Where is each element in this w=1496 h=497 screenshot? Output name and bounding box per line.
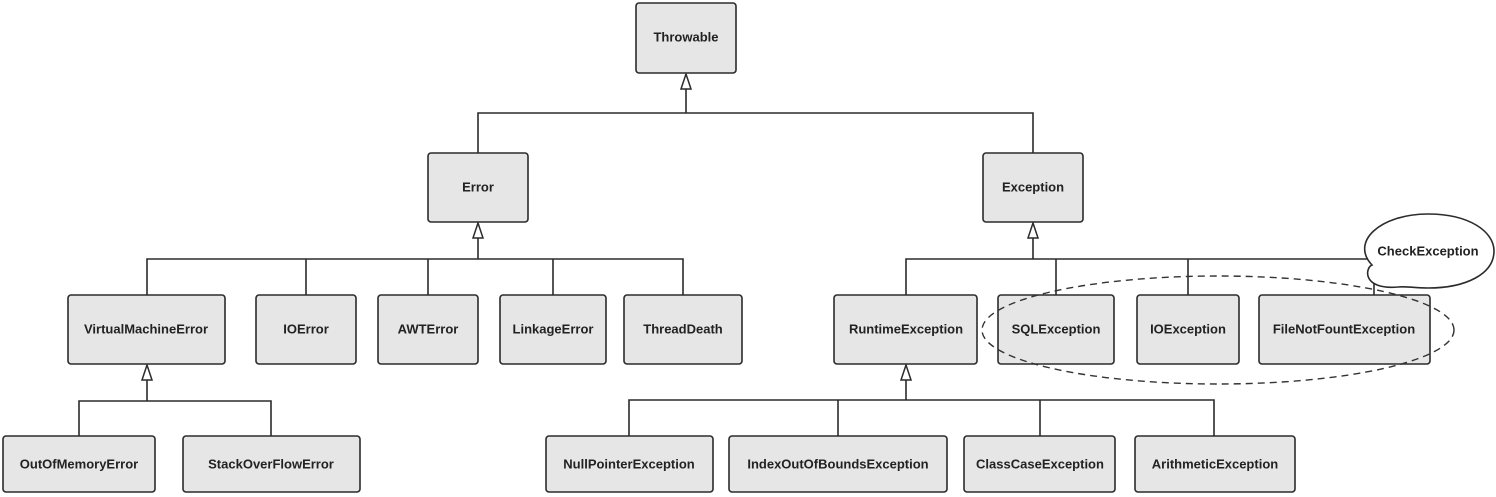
- node-thread-death[interactable]: ThreadDeath: [623, 294, 743, 365]
- node-label: FileNotFountException: [1273, 321, 1415, 336]
- inheritance-arrowhead: [899, 362, 913, 381]
- node-label: VirtualMachineError: [84, 321, 208, 336]
- callout-label: CheckException: [1377, 243, 1478, 258]
- inheritance-arrowhead: [140, 362, 154, 381]
- node-null-pointer-exception[interactable]: NullPointerException: [545, 435, 714, 493]
- node-awt-error[interactable]: AWTError: [377, 294, 479, 365]
- node-label: IOException: [1150, 321, 1226, 336]
- node-linkage-error[interactable]: LinkageError: [499, 294, 607, 365]
- edge-exception-children: [905, 238, 1375, 295]
- inheritance-arrowhead: [471, 220, 485, 239]
- node-io-exception[interactable]: IOException: [1136, 294, 1240, 365]
- inheritance-arrowhead: [679, 71, 693, 90]
- node-runtime-exception[interactable]: RuntimeException: [833, 294, 978, 365]
- node-label: Error: [462, 179, 494, 194]
- inheritance-arrowhead: [1026, 220, 1040, 239]
- node-label: ArithmeticException: [1152, 456, 1278, 471]
- check-exception-callout: CheckException: [1364, 213, 1495, 289]
- node-label: RuntimeException: [849, 321, 963, 336]
- node-virtual-machine-error[interactable]: VirtualMachineError: [67, 294, 226, 365]
- node-label: IndexOutOfBoundsException: [747, 456, 928, 471]
- node-arithmetic-exception[interactable]: ArithmeticException: [1134, 435, 1296, 493]
- node-label: Throwable: [653, 29, 718, 44]
- edge-runtime-children: [628, 380, 1215, 436]
- node-index-out-of-bounds-exception[interactable]: IndexOutOfBoundsException: [728, 435, 948, 493]
- node-label: AWTError: [398, 321, 459, 336]
- node-label: OutOfMemoryError: [20, 456, 138, 471]
- node-io-error[interactable]: IOError: [255, 294, 357, 365]
- node-label: StackOverFlowError: [208, 456, 334, 471]
- node-label: ThreadDeath: [643, 321, 723, 336]
- node-label: ClassCaseException: [976, 456, 1104, 471]
- node-out-of-memory-error[interactable]: OutOfMemoryError: [2, 435, 156, 493]
- node-sql-exception[interactable]: SQLException: [997, 294, 1115, 365]
- node-label: Exception: [1002, 179, 1064, 194]
- connectors: [78, 71, 1375, 436]
- node-class-case-exception[interactable]: ClassCaseException: [963, 435, 1116, 493]
- node-stack-overflow-error[interactable]: StackOverFlowError: [182, 435, 361, 493]
- node-label: NullPointerException: [563, 456, 695, 471]
- edge-vmerror-children: [78, 380, 272, 436]
- node-label: LinkageError: [513, 321, 594, 336]
- edge-error-children: [146, 238, 684, 295]
- node-label: SQLException: [1012, 321, 1101, 336]
- node-error[interactable]: Error: [427, 152, 529, 223]
- node-exception[interactable]: Exception: [982, 152, 1084, 223]
- edge-throwable-children: [477, 89, 1034, 153]
- node-label: IOError: [283, 321, 329, 336]
- node-throwable[interactable]: Throwable: [635, 2, 737, 74]
- node-file-not-fount-exception[interactable]: FileNotFountException: [1258, 294, 1431, 365]
- callout-bubble: [1364, 213, 1495, 289]
- checked-exception-group-ellipse: [981, 275, 1455, 385]
